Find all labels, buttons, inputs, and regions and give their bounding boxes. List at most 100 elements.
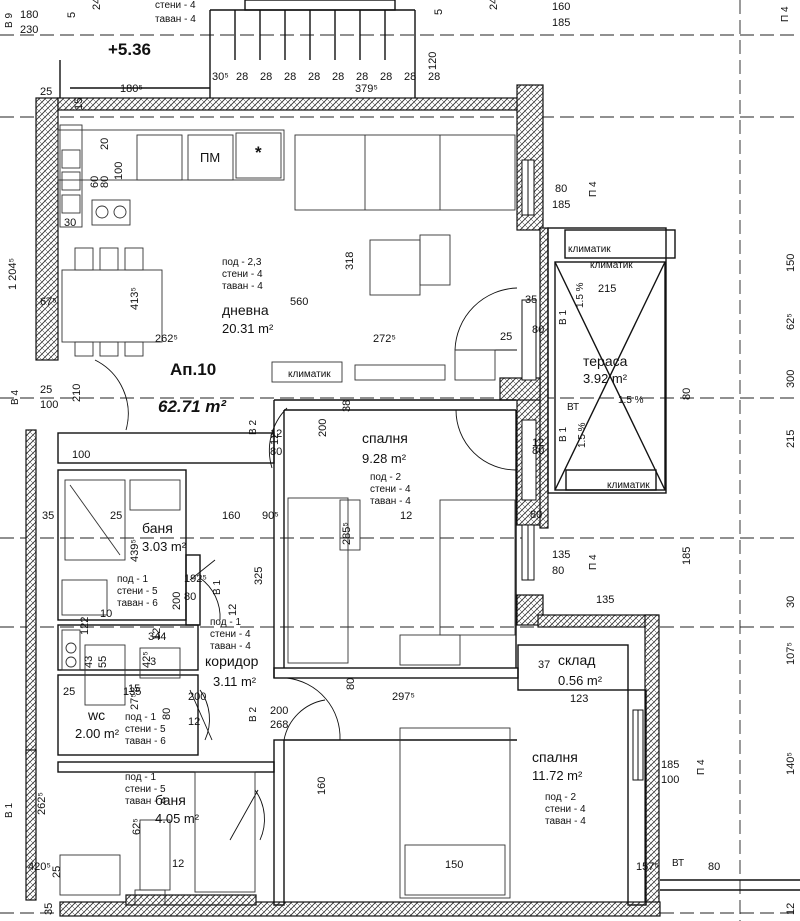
dimension: 107⁵ [785, 642, 797, 665]
dimension: 38 [341, 400, 353, 412]
door-swings [94, 287, 518, 841]
dimension: 262⁵ [155, 333, 178, 345]
top-note: таван - 4 [155, 14, 196, 25]
dimension: 122 [79, 617, 91, 635]
room-area: 0.56 m² [558, 673, 603, 688]
slope-label: 1.5 % [575, 282, 586, 308]
dimension: 325 [253, 567, 265, 585]
dimension: 25 [51, 866, 63, 878]
room-note: стени - 4 [222, 269, 263, 280]
vt-label: ВТ [567, 402, 579, 413]
dimension: 215 [598, 283, 616, 295]
room-note: таван - 4 [222, 281, 263, 292]
dimension: 200 [317, 419, 329, 437]
dimension: 297⁵ [392, 691, 415, 703]
dimension: 80 [99, 176, 111, 188]
dimension: 180⁵ [120, 83, 143, 95]
dimension: 135 [123, 686, 141, 698]
room-note: под - 2 [545, 792, 576, 803]
dimension: 200 [270, 705, 288, 717]
furniture [57, 124, 516, 906]
dimension: 157⁵ [636, 861, 659, 873]
apartment-id: Ап.10 [170, 360, 216, 379]
dimension: 28 [236, 71, 248, 83]
dimension: 192⁵ [184, 573, 207, 585]
room-name: спалня [532, 749, 578, 765]
dimension: 15 [128, 683, 140, 695]
dimension: 25 [40, 86, 52, 98]
dimension: 185 [552, 17, 570, 29]
dimension: 55 [97, 656, 109, 668]
dimension: 3 [150, 656, 156, 668]
dimension: 285⁵ [341, 522, 353, 545]
dimension: 185 [661, 759, 679, 771]
dimension: 28 [308, 71, 320, 83]
dimension: 120 [427, 52, 439, 70]
dimension: 25 [40, 384, 52, 396]
window-tag: П 4 [588, 181, 599, 197]
dimension: 80 [532, 445, 544, 457]
partitions [57, 0, 800, 906]
door-tag: В 1 [558, 427, 569, 442]
dimension: 100 [661, 774, 679, 786]
dimension: 28 [332, 71, 344, 83]
room-note: под - 1 [210, 617, 241, 628]
window-tag: П 4 [588, 554, 599, 570]
dimension: 420⁵ [28, 861, 51, 873]
dimension: 300 [785, 370, 797, 388]
room-note: под - 2 [370, 472, 401, 483]
dimension: 135 [596, 594, 614, 606]
dimension: 5 [66, 12, 78, 18]
dimension: 80 [530, 509, 542, 521]
dimension: 160 [552, 1, 570, 13]
dimension: 37 [538, 659, 550, 671]
room-name: коридор [205, 653, 259, 669]
dimension: 12 [270, 428, 282, 440]
vt-label: ВТ [672, 858, 684, 869]
room-note: стени - 4 [210, 629, 251, 640]
dimension: 12 [227, 604, 239, 616]
room-name: wc [87, 707, 105, 723]
room-area: 9.28 m² [362, 451, 407, 466]
dimension: 185 [552, 199, 570, 211]
apartment-area: 62.71 m² [158, 397, 227, 416]
ac-label: климатик [607, 480, 650, 491]
dimension: 200 [171, 592, 183, 610]
dimension: 100 [72, 449, 90, 461]
dimension: 12 [172, 858, 184, 870]
dimension: 344 [148, 631, 166, 643]
room-name: дневна [222, 302, 269, 318]
dimension: 100 [40, 399, 58, 411]
dimension: 62⁵ [131, 818, 143, 835]
room-note: под - 2,3 [222, 257, 262, 268]
dimension: 67⁵ [40, 296, 57, 308]
slope-label: 1.5 % [618, 395, 644, 406]
dimension: 25 [63, 686, 75, 698]
door-tag: В 1 [4, 803, 15, 818]
dimension: 1 204⁵ [7, 258, 19, 290]
ac-label: климатик [288, 369, 331, 380]
room-area: 2.00 m² [75, 726, 120, 741]
door-tag: В 1 [212, 580, 223, 595]
room-name: тераса [583, 353, 628, 369]
dimension: 210 [71, 384, 83, 402]
dimension: 28 [260, 71, 272, 83]
dimension: 43 [83, 656, 95, 668]
dimension: 90⁵ [262, 510, 279, 522]
room-note: стени - 5 [117, 586, 158, 597]
dimension: 185 [681, 547, 693, 565]
room-name: баня [142, 520, 173, 536]
dimension: 379⁵ [355, 83, 378, 95]
room-note: стени - 4 [545, 804, 586, 815]
dimension: 80 [270, 446, 282, 458]
dimension: 28 [284, 71, 296, 83]
dimension: 272⁵ [373, 333, 396, 345]
dimension: 10 [100, 608, 112, 620]
slope-label: 1.5 % [577, 422, 588, 448]
room-area: 3.03 m² [142, 539, 187, 554]
dimension: 80 [161, 708, 173, 720]
dimension: 25 [500, 331, 512, 343]
dimension: 35 [42, 510, 54, 522]
dimension: 60 [89, 176, 101, 188]
